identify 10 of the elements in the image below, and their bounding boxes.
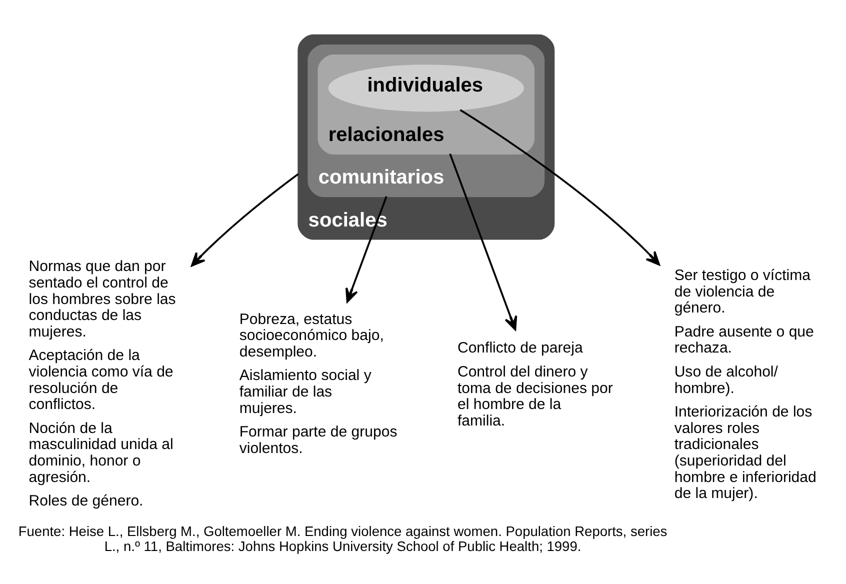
arrow [449, 153, 518, 330]
node-text: Normas que dan por sentado el control de los hombres sobre las conductas de las mujeres. Aceptación de la violencia como vía de resolución de conflictos. Noción de la masculinidad unida al dominio, honor o agresión. Roles de género. [28, 258, 176, 510]
caption: Fuente: Heise L., Ellsberg M., Goltemoeller M. Ending violence against women. Population Reports, series L., n.º 11, Baltimores: Johns Hopkins University School of Public Health; 1999. [18, 523, 668, 554]
arrow [190, 172, 299, 266]
arrow [460, 108, 660, 265]
node-text: Conflicto de pareja Control del dinero y toma de decisiones por el hombre de la familia. [457, 339, 613, 429]
node-text: Pobreza, estatus socioeconómico bajo, desempleo. Aislamiento social y familiar de las mujeres. Formar parte de grupos violentos. [239, 310, 398, 456]
arrow [345, 196, 388, 302]
node-text: Ser testigo o víctima de violencia de género. Padre ausente o que rechaza. Uso de alcohol/ hombre). Interiorización de los valores roles tradicionales (superioridad del hombre e inferioridad de la mujer). [674, 266, 816, 502]
node-ellipse: individuales [328, 64, 524, 112]
